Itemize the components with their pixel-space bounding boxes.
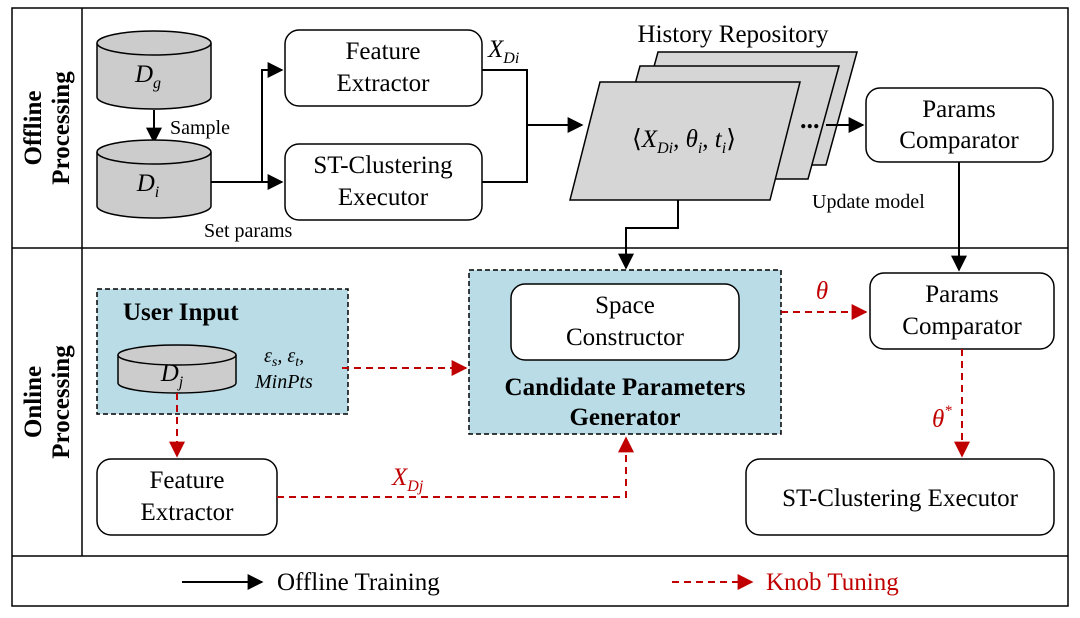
xdj-label: XDj (391, 464, 424, 495)
executor-to-repo-line (482, 125, 528, 183)
space-constructor-line1: Space (595, 292, 655, 319)
di-label: Di (136, 170, 160, 201)
offline-feature-extractor-line2: Extractor (336, 70, 430, 97)
offline-params-comparator-line1: Params (922, 96, 996, 123)
outer-frame (11, 7, 1069, 607)
user-input-title: User Input (123, 299, 239, 326)
offline-feature-extractor-box (284, 29, 483, 107)
repo-to-generator-arrow (618, 200, 679, 270)
offline-feature-extractor-line1: Feature (346, 38, 421, 65)
online-label-line1: Online (20, 366, 47, 438)
dataset-di-cylinder: Di (96, 139, 212, 219)
theta-star-label: θ* (932, 403, 952, 433)
minpts-param: MinPts (254, 371, 313, 393)
sample-label: Sample (170, 117, 230, 139)
offline-st-clustering-line1: ST-Clustering (313, 152, 453, 179)
epsilon-params: εs, εt, (264, 345, 304, 370)
dj-label: Dj (160, 360, 184, 391)
online-params-comparator-line2: Comparator (902, 313, 1022, 340)
repository-tuple: ⟨XDi, θi, ti⟩ (632, 126, 736, 157)
offline-st-clustering-line2: Executor (338, 184, 429, 211)
dg-label: Dg (134, 61, 161, 92)
extractor-to-repo-line (482, 69, 528, 125)
online-st-clustering-executor-label: ST-Clustering Executor (782, 485, 1019, 512)
offline-processing-label: Offline Processing (20, 71, 75, 185)
dataset-dg-cylinder: Dg (96, 30, 212, 110)
generator-title-line1: Candidate Parameters (505, 374, 746, 401)
set-params-label: Set params (204, 220, 293, 242)
generator-title-line2: Generator (569, 404, 680, 431)
online-feature-extractor-line1: Feature (150, 467, 225, 494)
space-constructor-box (510, 283, 740, 361)
history-repository-title: History Repository (638, 21, 829, 48)
xdj-to-generator-arrow (277, 436, 634, 498)
online-st-clustering-executor-box (745, 458, 1055, 536)
xdi-label: XDi (487, 36, 519, 67)
offline-label-line2: Processing (48, 71, 75, 185)
offline-params-comparator-line2: Comparator (899, 127, 1019, 154)
offline-label-line1: Offline (20, 91, 47, 166)
online-params-comparator-line1: Params (925, 281, 999, 308)
online-feature-extractor-line2: Extractor (140, 499, 234, 526)
repository-ellipsis: ... (800, 105, 820, 134)
theta-label: θ (816, 278, 828, 305)
legend-offline-training: Offline Training (277, 569, 440, 596)
dataset-dj-cylinder: Dj (117, 344, 237, 394)
di-to-extractor-arrow (211, 62, 284, 183)
space-constructor-line2: Constructor (566, 324, 685, 351)
online-processing-label: Online Processing (20, 345, 75, 459)
update-model-label: Update model (812, 191, 925, 213)
online-label-line2: Processing (48, 345, 75, 459)
legend-knob-tuning: Knob Tuning (766, 569, 899, 596)
history-repository-stack (569, 51, 858, 201)
